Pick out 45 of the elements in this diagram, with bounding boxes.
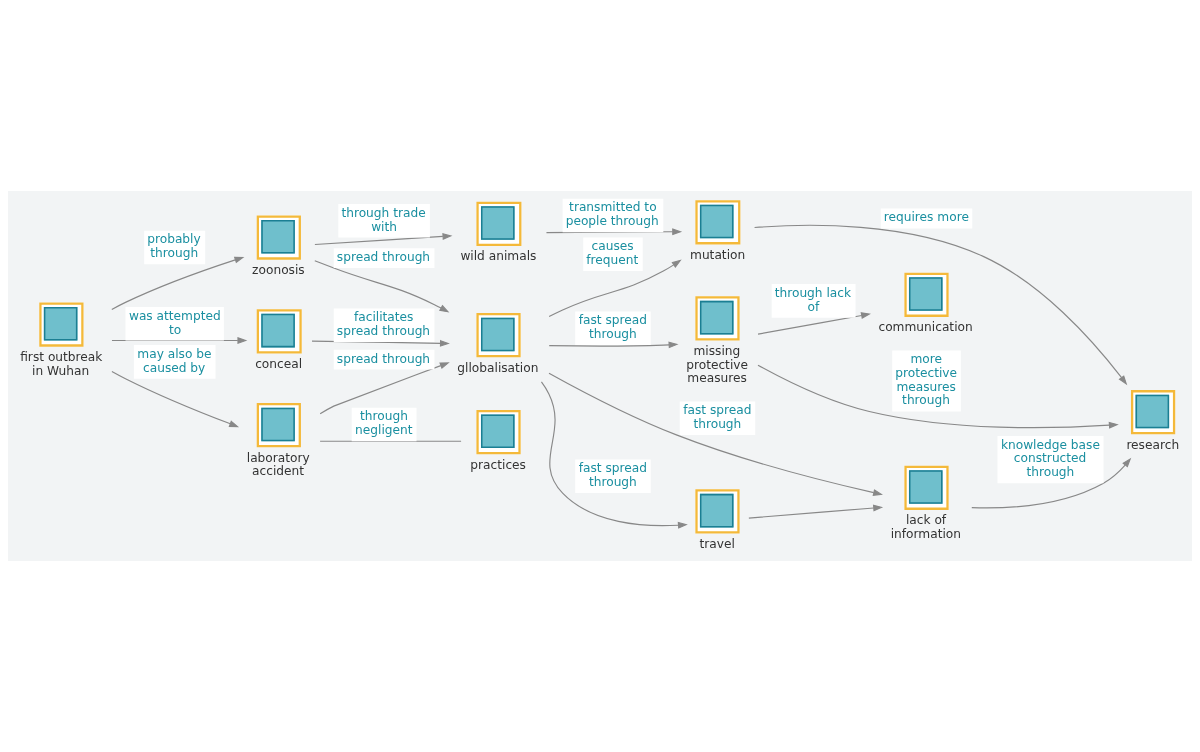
node-label: travel — [699, 536, 735, 551]
node-label: first outbreak in Wuhan — [20, 349, 103, 378]
arrow — [314, 260, 450, 313]
edge-label: may also be caused by — [137, 346, 212, 375]
node-label: research — [1126, 437, 1180, 452]
node-label: gllobalisation — [457, 360, 539, 375]
arrow — [548, 259, 682, 318]
arrow — [111, 256, 245, 310]
edge-label: was attempted to — [128, 308, 221, 337]
edge-label: transmitted to people through — [565, 200, 659, 229]
edge-label: causes frequent — [586, 239, 639, 268]
connector — [319, 440, 462, 442]
edge-label: fast spread through — [683, 403, 752, 432]
node-label: mutation — [690, 247, 746, 262]
arrow — [971, 457, 1132, 509]
edge-label: more protective measures through — [895, 352, 958, 408]
node-label: practices — [470, 457, 526, 472]
node-label: conceal — [255, 356, 303, 371]
edge-label: spread through — [336, 250, 431, 265]
edge-label: spread through — [336, 351, 431, 366]
edge-label: facilitates spread through — [336, 310, 431, 339]
node-label: missing protective measures — [686, 343, 748, 386]
edge-label: probably through — [147, 232, 201, 261]
arrow — [754, 224, 1128, 386]
edge-label: through negligent — [355, 409, 413, 438]
arrow — [319, 362, 450, 415]
arrow — [545, 228, 683, 236]
edge-label: through lack of — [774, 285, 852, 314]
arrow — [111, 370, 240, 428]
arrow — [748, 504, 884, 519]
arrow — [548, 341, 679, 349]
edge-label: fast spread through — [578, 461, 647, 490]
arrow — [757, 364, 1119, 429]
arrow — [314, 232, 453, 246]
arrow — [540, 381, 688, 529]
edge-label: knowledge base constructed through — [1000, 437, 1100, 480]
node-label: communication — [878, 320, 973, 335]
node-label: lack of information — [890, 513, 961, 541]
edge-label: through trade with — [341, 205, 426, 234]
node-label: laboratory accident — [246, 450, 310, 479]
arrow — [757, 312, 871, 335]
edge-label: requires more — [883, 210, 969, 225]
edge-label: fast spread through — [578, 313, 647, 342]
node-label: wild animals — [460, 249, 537, 264]
node-label: zoonosis — [252, 263, 305, 277]
